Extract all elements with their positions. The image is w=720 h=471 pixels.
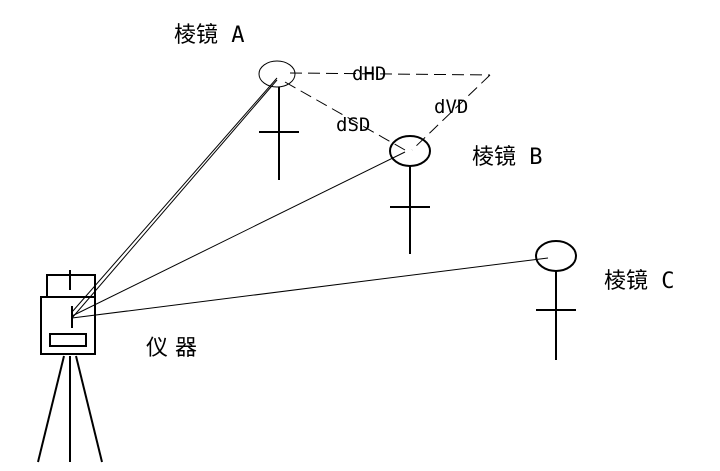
prism-a-target	[258, 60, 296, 88]
measurement-lines	[284, 72, 491, 151]
prism-b	[389, 135, 431, 254]
dhd-label: dHD	[352, 63, 386, 85]
prism-c	[535, 240, 577, 360]
sight-line-b	[71, 151, 406, 317]
dvd-label: dVD	[434, 96, 468, 118]
prism-b-target	[389, 135, 431, 167]
prism-c-label: 棱镜 C	[604, 269, 675, 294]
dvd-line	[411, 74, 491, 151]
dsd-line	[284, 81, 406, 151]
tripod-leg-right	[75, 355, 103, 463]
sight-line-a	[71, 77, 278, 313]
instrument	[37, 270, 103, 463]
prism-c-target	[535, 240, 577, 272]
sight-line-c	[71, 257, 549, 319]
instrument-base	[49, 333, 87, 347]
prism-b-label: 棱镜 B	[472, 145, 543, 170]
tripod-leg-left	[37, 355, 65, 463]
prism-a-label: 棱镜 A	[174, 23, 245, 48]
dsd-label: dSD	[336, 114, 370, 136]
instrument-label: 仪 器	[146, 336, 197, 361]
sight-line-a-2	[71, 79, 278, 319]
dhd-line	[289, 72, 491, 76]
sight-lines	[71, 77, 549, 319]
instrument-body	[40, 296, 96, 355]
prism-a	[258, 60, 299, 180]
